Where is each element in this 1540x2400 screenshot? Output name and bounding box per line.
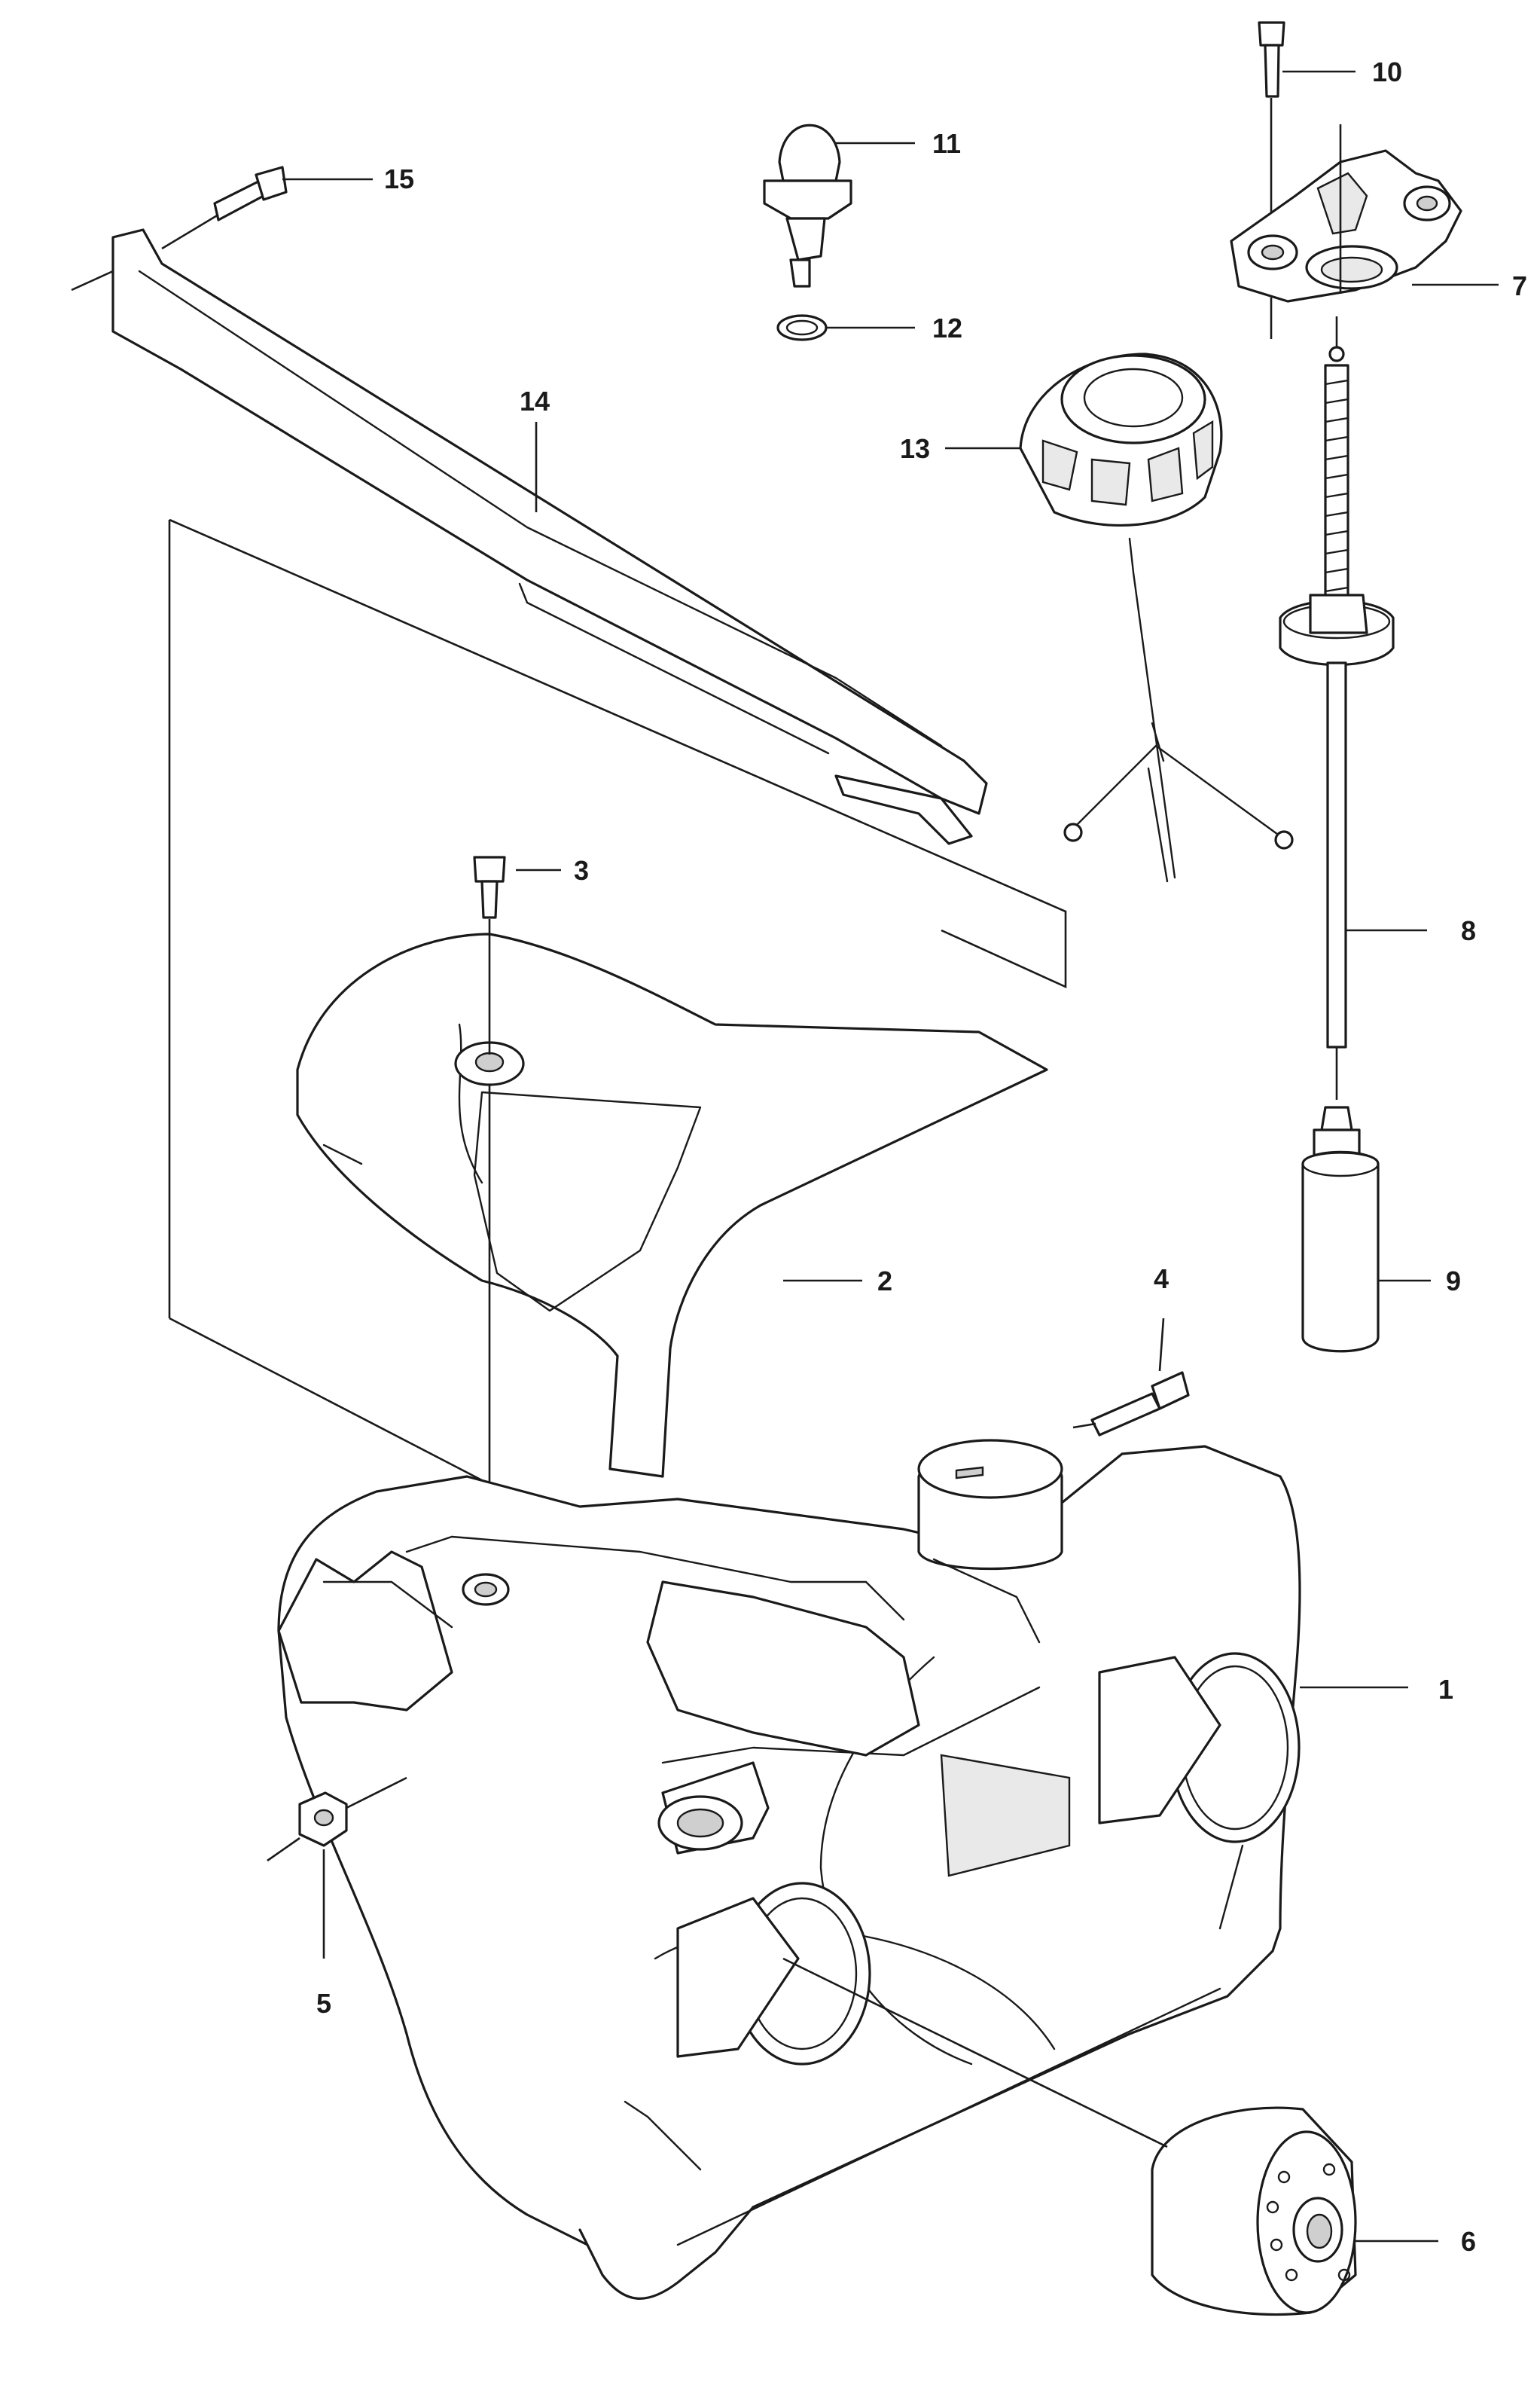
callout-8: 8 — [1461, 915, 1476, 946]
part-5-nut — [267, 1776, 407, 1959]
callout-10: 10 — [1372, 56, 1402, 87]
callout-15: 15 — [384, 163, 414, 194]
part-9-filter-weight — [1301, 1106, 1431, 1353]
part-11-primer — [763, 124, 915, 288]
part-2-cover — [296, 933, 1048, 1478]
callout-9: 9 — [1446, 1266, 1461, 1296]
part-15-screw — [161, 166, 288, 250]
projection-plane — [168, 518, 1067, 1482]
callout-12: 12 — [932, 313, 962, 344]
part-12-clip — [776, 314, 915, 341]
callout-3: 3 — [574, 855, 589, 886]
part-1-housing — [277, 1439, 1301, 2300]
part-6-filter — [782, 1957, 1357, 2316]
part-4-screw — [1072, 1318, 1190, 1437]
callout-14: 14 — [520, 386, 550, 417]
callout-11: 11 — [932, 128, 961, 159]
callout-5: 5 — [316, 1988, 331, 2019]
callout-1: 1 — [1438, 1674, 1453, 1705]
part-8-fuel-hose — [1279, 316, 1427, 1100]
callout-6: 6 — [1461, 2226, 1476, 2257]
callout-7: 7 — [1512, 270, 1527, 301]
part-3-screw — [473, 856, 506, 1567]
callout-13: 13 — [900, 433, 930, 464]
part-14-handle — [71, 228, 988, 845]
callout-2: 2 — [877, 1266, 892, 1296]
part-10-screw — [1258, 21, 1356, 339]
part-7-bracket — [1230, 124, 1499, 303]
callout-4: 4 — [1154, 1263, 1169, 1294]
part-13-fuel-cap — [945, 353, 1294, 883]
